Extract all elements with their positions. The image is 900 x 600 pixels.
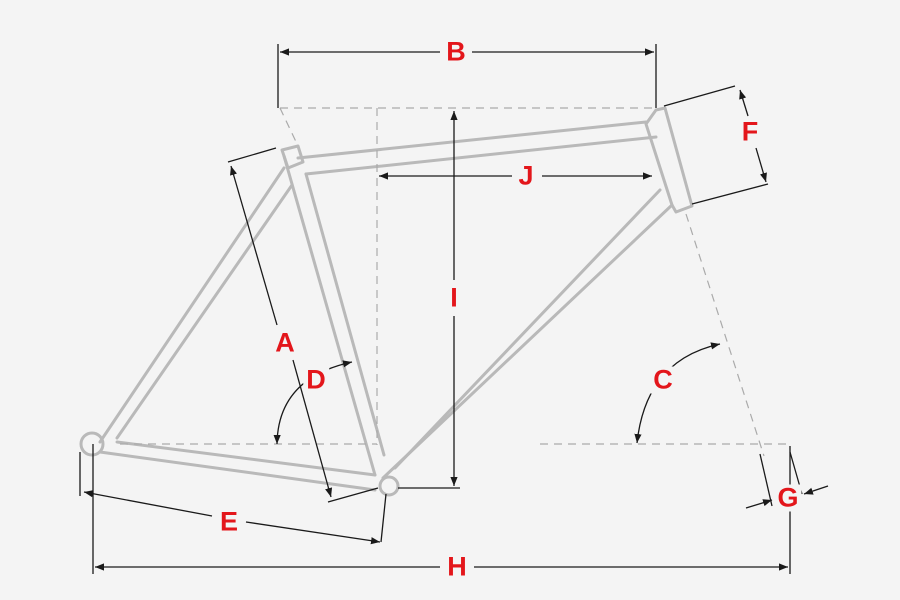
rear-dropout: [79, 431, 105, 457]
label-a: A: [272, 329, 298, 357]
chain-stay: [98, 440, 377, 492]
label-i: I: [447, 284, 461, 312]
seat-stay: [98, 166, 294, 444]
label-e: E: [216, 508, 242, 536]
label-d: D: [303, 366, 329, 394]
down-tube: [381, 188, 674, 480]
seat-collar: [280, 144, 305, 170]
top-tube: [296, 120, 658, 176]
seat-tube: [282, 154, 386, 477]
guide-lines: [120, 107, 790, 457]
label-c: C: [650, 366, 676, 394]
head-tube: [644, 106, 694, 214]
bottom-bracket: [378, 475, 400, 497]
label-j: J: [515, 162, 537, 190]
label-g: G: [774, 484, 802, 512]
label-f: F: [738, 118, 762, 146]
label-b: B: [443, 38, 469, 66]
label-h: H: [444, 553, 470, 581]
bike-frame: [79, 106, 694, 497]
dimension-lines: [79, 44, 829, 574]
